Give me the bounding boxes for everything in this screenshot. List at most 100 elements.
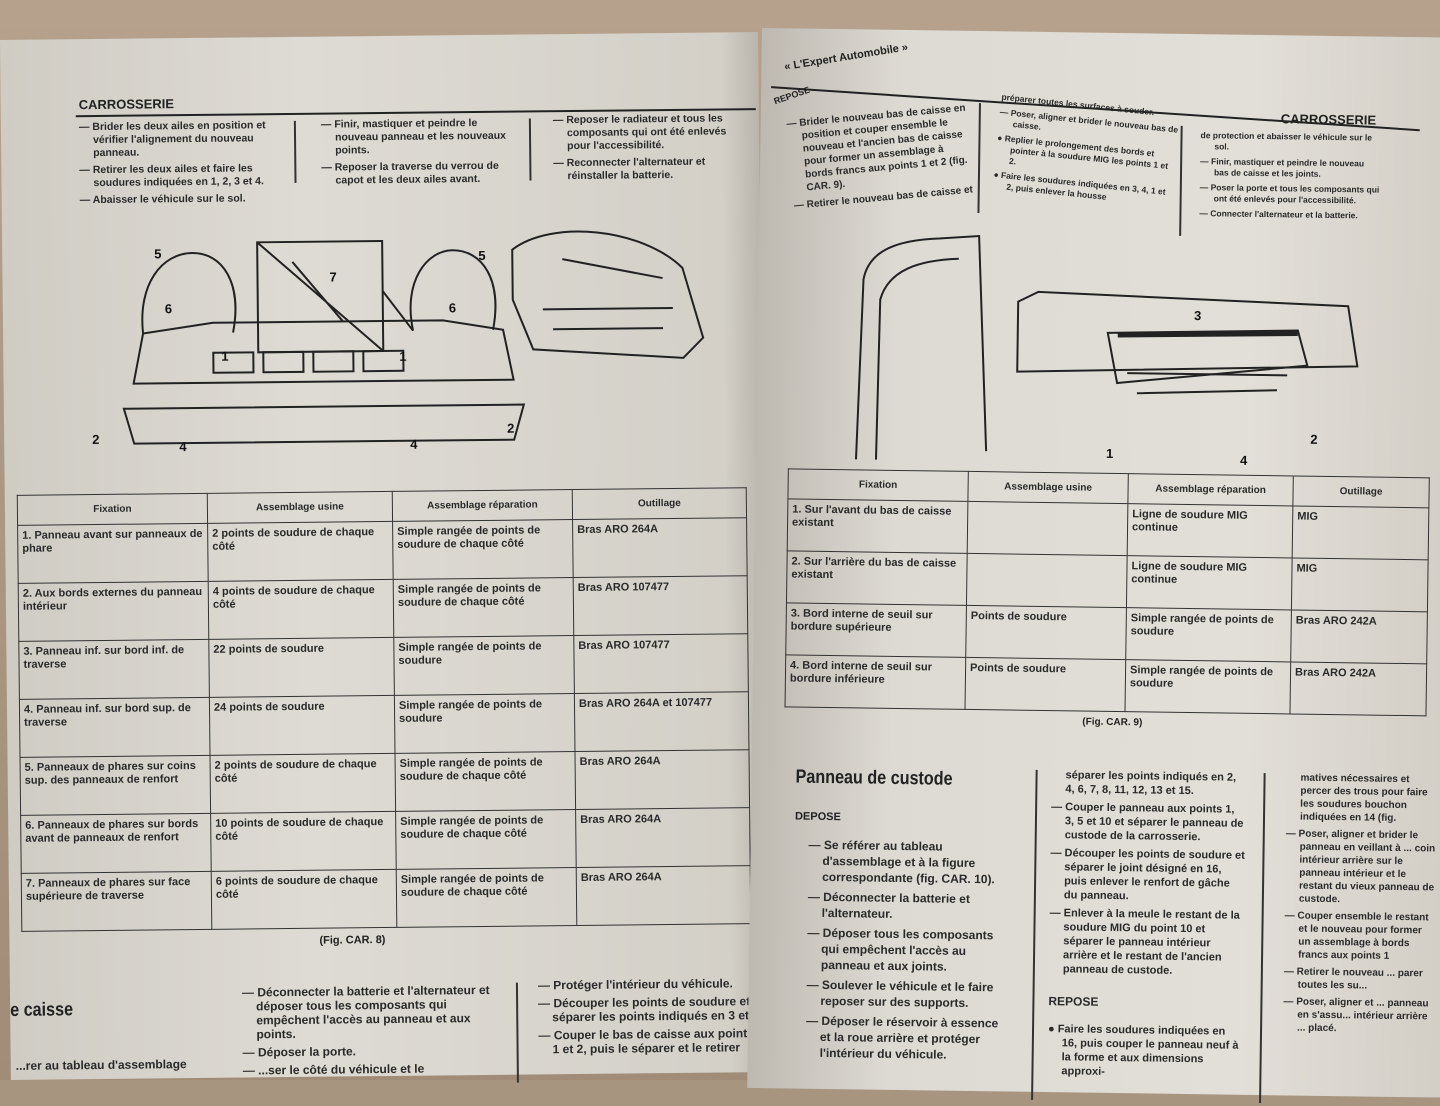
paragraph: — Finir, mastiquer et peindre le nouveau… xyxy=(1200,156,1365,179)
depose-column: — Se référer au tableau d'assemblage et … xyxy=(806,837,1009,1068)
column-header: Fixation xyxy=(17,493,208,526)
paragraph: — Brider le nouveau bas de caisse en pos… xyxy=(786,102,968,194)
table-cell: MIG xyxy=(1292,505,1429,560)
table-cell: 24 points de soudure xyxy=(209,695,395,756)
table-cell: Bras ARO 264A xyxy=(572,517,748,578)
table-cell: 7. Panneaux de phares sur face supérieur… xyxy=(21,871,212,932)
table-cell: Simple rangée de points de soudure de ch… xyxy=(392,519,574,580)
paragraph: — Déposer tous les composants qui empêch… xyxy=(807,925,994,974)
table-cell: Simple rangée de points de soudure de ch… xyxy=(395,809,577,870)
paragraph: — Soulever le véhicule et le faire repos… xyxy=(806,977,994,1010)
table-cell: 3. Bord interne de seuil sur bordure sup… xyxy=(785,602,967,658)
column-header: Assemblage réparation xyxy=(1127,473,1294,506)
callout-label: 5 xyxy=(154,246,161,261)
table-cell: Bras ARO 242A xyxy=(1289,661,1427,716)
column-header: Outillage xyxy=(572,487,747,520)
paragraph: — Se référer au tableau d'assemblage et … xyxy=(808,837,995,887)
paragraph: — Déposer la porte. xyxy=(242,1044,357,1060)
paragraph: séparer les points indiqués en 2, 4, 6, … xyxy=(1065,769,1237,798)
column-header: Outillage xyxy=(1292,475,1430,508)
text-column-2: — Finir, mastiquer et peindre le nouveau… xyxy=(321,117,512,192)
text-column-3: — Reposer le radiateur et tous les compo… xyxy=(553,112,744,187)
table-row: 6. Panneaux de phares sur bords avant de… xyxy=(20,807,751,874)
middle-column: séparer les points indiqués en 2, 4, 6, … xyxy=(1047,768,1246,1085)
paragraph: — Protéger l'intérieur du véhicule. xyxy=(537,976,733,993)
left-page: CARROSSERIE — Brider les deux ailes en p… xyxy=(0,32,769,1083)
column-divider xyxy=(977,103,981,214)
callout-label: 1 xyxy=(399,349,406,364)
text-column-3: de protection et abaisser le véhicule su… xyxy=(1199,130,1380,226)
paragraph: — Poser la porte et tous les composants … xyxy=(1199,182,1380,206)
table-cell: Bras ARO 107477 xyxy=(573,633,749,694)
callout-label: 2 xyxy=(1310,432,1317,447)
paragraph: — Poser, aligner et brider le panneau en… xyxy=(1285,828,1436,906)
text-column-1: — Brider le nouveau bas de caisse en pos… xyxy=(786,102,974,217)
paragraph: — Retirer le nouveau ... parer toutes le… xyxy=(1283,966,1423,992)
section-heading: e caisse xyxy=(10,999,74,1021)
repose-heading: REPOSE xyxy=(1048,994,1099,1009)
table-cell: 1. Sur l'avant du bas de caisse existant xyxy=(787,498,968,554)
table-cell: Simple rangée de points de soudure xyxy=(1125,607,1292,662)
table-cell: Ligne de soudure MIG continue xyxy=(1126,555,1293,610)
paragraph: — Couper le panneau aux points 1, 3, 5 e… xyxy=(1051,801,1244,844)
table-cell xyxy=(967,501,1128,556)
callout-label: 1 xyxy=(1106,446,1113,461)
table-cell: 2. Sur l'arrière du bas de caisse exista… xyxy=(786,550,968,606)
callout-label: 4 xyxy=(410,437,418,452)
paragraph: ● Faire les soudures indiquées en 16, pu… xyxy=(1047,1023,1239,1078)
table-row: 3. Bord interne de seuil sur bordure sup… xyxy=(785,602,1428,664)
table-cell: 5. Panneaux de phares sur coins sup. des… xyxy=(20,755,211,816)
table-cell: 4. Panneau inf. sur bord sup. de travers… xyxy=(19,697,211,758)
assembly-table-fig8: Fixation Assemblage usine Assemblage rép… xyxy=(17,487,752,932)
paragraph: — Finir, mastiquer et peindre le nouveau… xyxy=(320,117,507,157)
column-divider xyxy=(1179,125,1183,236)
paragraph: — Déconnecter la batterie et l'alternate… xyxy=(807,889,971,921)
table-cell: 22 points de soudure xyxy=(208,637,395,698)
callout-label: 2 xyxy=(92,432,99,447)
paragraph: — Reposer la traverse du verrou de capot… xyxy=(321,159,499,187)
paragraph: matives nécessaires et percer des trous … xyxy=(1299,772,1428,824)
paragraph: — Reposer le radiateur et tous les compo… xyxy=(552,112,727,153)
paragraph: — Poser, aligner et ... panneau en s'ass… xyxy=(1283,996,1429,1035)
table-cell xyxy=(966,553,1128,608)
callout-label: 6 xyxy=(165,301,172,316)
section-heading: Panneau de custode xyxy=(795,766,953,790)
paragraph: — Couper le bas de caisse aux points 1 e… xyxy=(538,1026,754,1057)
column-divider xyxy=(515,982,519,1083)
text-column-bottom-2: — Déconnecter la batterie et l'alternate… xyxy=(242,983,513,1082)
callout-label: 3 xyxy=(1194,308,1201,323)
table-cell: Points de soudure xyxy=(965,605,1127,660)
column-header: Assemblage réparation xyxy=(392,489,573,522)
paragraph: — Découper les points de soudure et sépa… xyxy=(538,994,763,1025)
table-row: 4. Bord interne de seuil sur bordure inf… xyxy=(785,654,1427,716)
table-cell: 3. Panneau inf. sur bord inf. de travers… xyxy=(18,639,210,700)
table-cell: Simple rangée de points de soudure de ch… xyxy=(394,751,576,812)
column-divider xyxy=(293,120,297,183)
table-cell: Simple rangée de points de soudure xyxy=(393,635,575,696)
callout-label: 4 xyxy=(179,439,187,454)
table-cell: Bras ARO 242A xyxy=(1290,609,1428,664)
text-column-2: préparer toutes les surfaces à souder. —… xyxy=(991,92,1181,214)
figure-caption: (Fig. CAR. 9) xyxy=(1082,716,1143,729)
column-divider xyxy=(528,118,532,181)
table-cell: Simple rangée de points de soudure xyxy=(1124,659,1291,714)
callout-label: 6 xyxy=(449,300,456,315)
column-header: Assemblage usine xyxy=(967,471,1129,504)
table-cell: 2 points de soudure de chaque côté xyxy=(207,521,394,582)
column-header: Assemblage usine xyxy=(207,491,393,524)
table-cell: Simple rangée de points de soudure xyxy=(394,693,575,754)
table-cell: Ligne de soudure MIG continue xyxy=(1127,503,1293,558)
callout-label: 5 xyxy=(478,248,485,263)
table-cell: 4 points de soudure de chaque côté xyxy=(208,579,394,640)
table-cell: 6. Panneaux de phares sur bords avant de… xyxy=(20,813,212,874)
paragraph: — Reconnecter l'alternateur et réinstall… xyxy=(553,155,706,183)
table-cell: Points de soudure xyxy=(965,657,1126,712)
table-cell: Simple rangée de points de soudure de ch… xyxy=(396,867,577,928)
callout-label: 2 xyxy=(507,421,514,436)
table-cell: Bras ARO 264A xyxy=(574,749,750,810)
paragraph: — ...ser le côté du véhicule et le xyxy=(242,1061,425,1078)
table-cell: Simple rangée de points de soudure de ch… xyxy=(393,577,574,638)
paragraph: de protection et abaisser le véhicule su… xyxy=(1200,130,1373,152)
paragraph: — Connecter l'alternateur et la batterie… xyxy=(1199,208,1358,221)
